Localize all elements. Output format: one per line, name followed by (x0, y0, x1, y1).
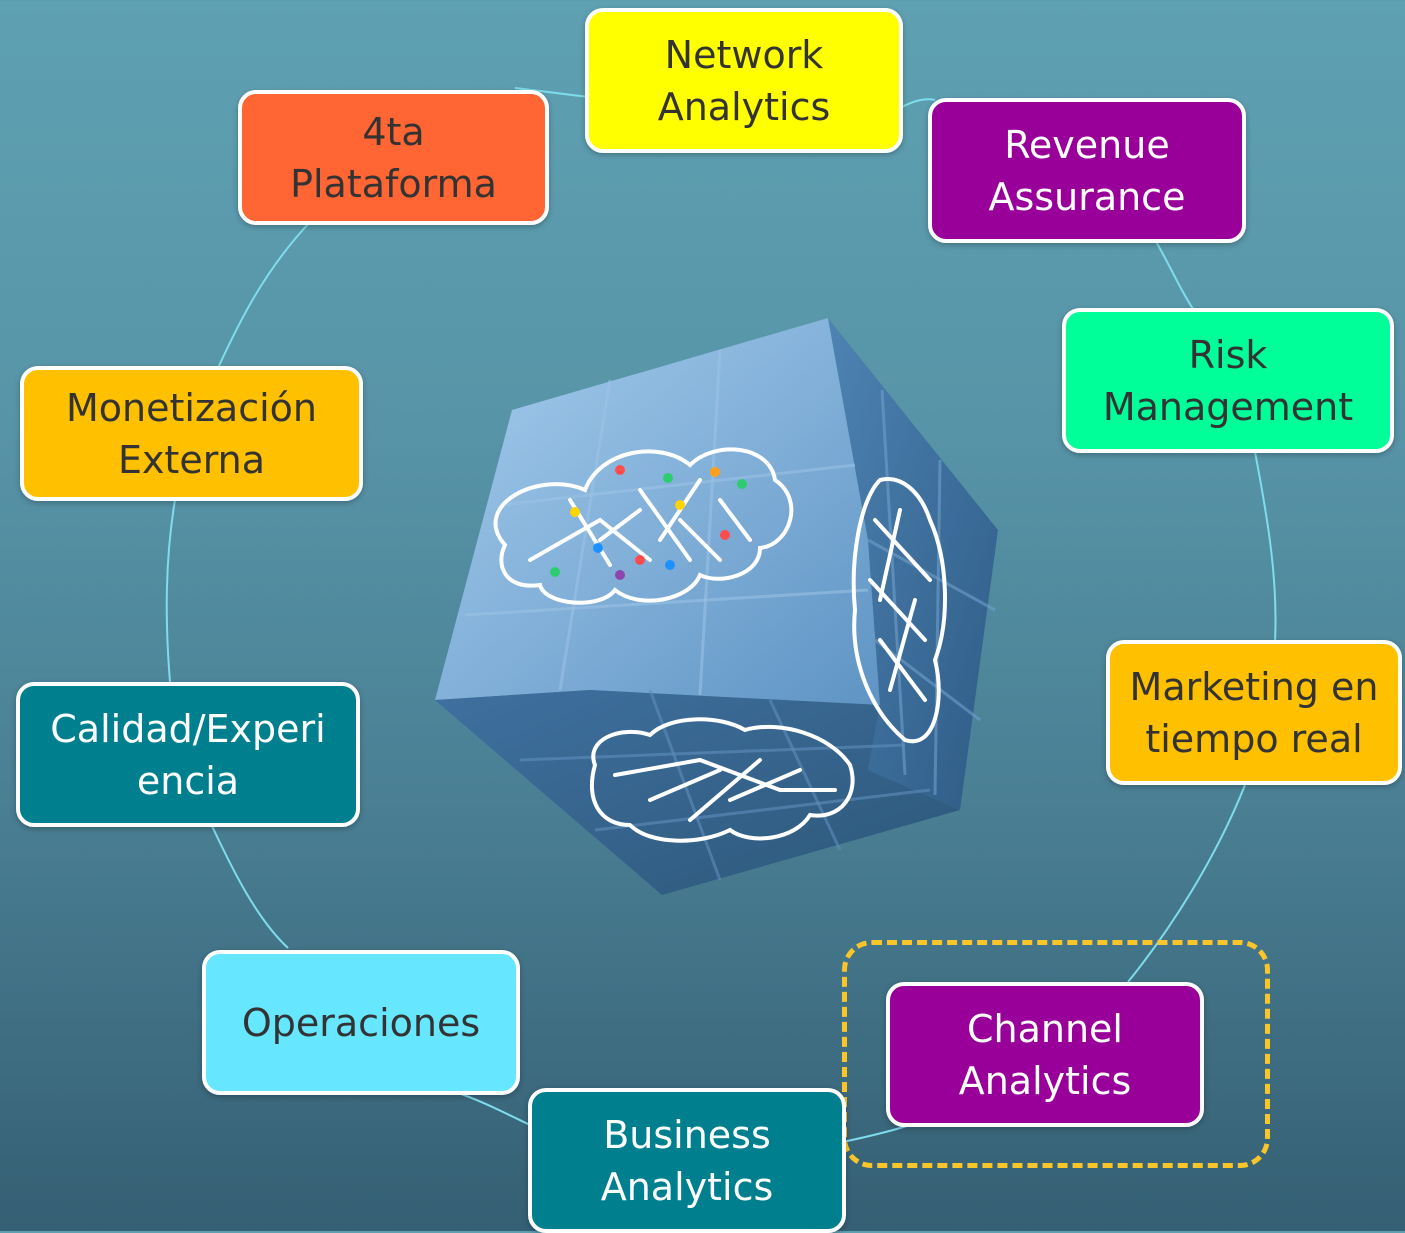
node-4ta-plataforma: 4ta Plataforma (238, 90, 549, 225)
ring-segment (1154, 239, 1196, 313)
brain-icon-bottom (589, 717, 855, 843)
node-monetizacion-externa: Monetización Externa (20, 366, 363, 501)
ring-segment (165, 499, 176, 683)
ring-segment (1127, 784, 1246, 983)
node-calidad-experiencia: Calidad/Experi encia (16, 682, 360, 827)
cube-face-bottom (435, 690, 960, 895)
ring-segment (211, 825, 289, 949)
node-network-analytics: Network Analytics (585, 8, 903, 153)
highlight-dashed-frame (842, 940, 1270, 1168)
node-operaciones: Operaciones (202, 950, 520, 1095)
node-marketing-tiempo-real: Marketing en tiempo real (1106, 640, 1402, 785)
node-risk-management: Risk Management (1062, 308, 1394, 453)
ring-segment (1254, 451, 1277, 643)
ring-segment (899, 98, 936, 109)
ring-segment (514, 87, 591, 98)
node-business-analytics: Business Analytics (528, 1088, 846, 1233)
brain-icon-top (493, 447, 794, 605)
node-revenue-assurance: Revenue Assurance (928, 98, 1246, 243)
ring-segment (217, 221, 311, 369)
node-channel-analytics: Channel Analytics (886, 982, 1204, 1127)
brain-icon-right (851, 477, 948, 744)
